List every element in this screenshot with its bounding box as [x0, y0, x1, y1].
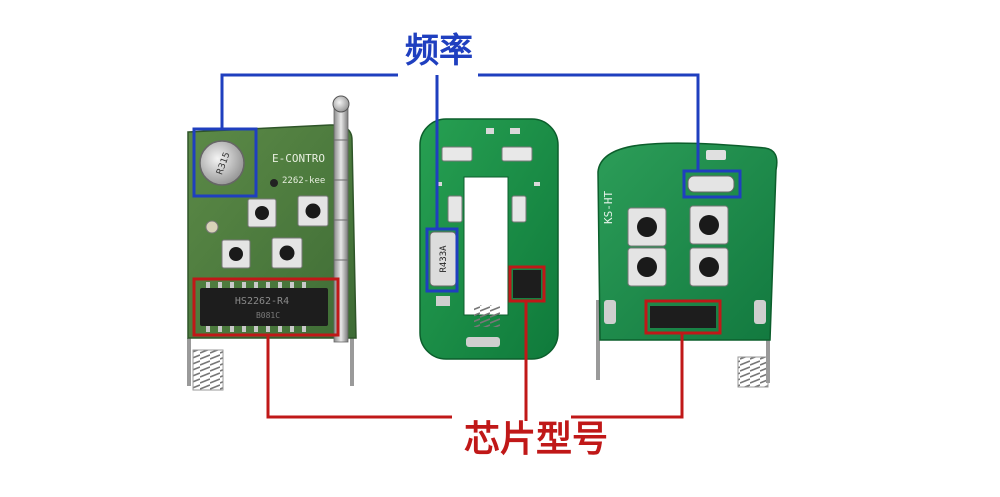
frequency-leader-right: [478, 73, 700, 171]
chip-model-label: 芯片型号: [458, 422, 615, 458]
chip-leader-right: [571, 333, 684, 419]
frequency-leader-left: [220, 73, 398, 129]
frequency-box-left: [192, 127, 258, 198]
frequency-annotation: [192, 73, 742, 293]
middle-battery-slot: [463, 176, 509, 316]
left-resonator-can: [199, 140, 245, 186]
right-pcb: [597, 142, 778, 341]
right-encoder-chip: [650, 306, 716, 328]
left-chip-marking: HS2262-R4: [235, 296, 289, 307]
frequency-box-right: [682, 169, 742, 199]
left-battery-spring: [192, 349, 224, 391]
frequency-box-middle: [425, 227, 459, 293]
middle-remote-board: R433A: [419, 118, 559, 360]
left-silkscreen-model: 2262-kee: [282, 176, 325, 186]
right-silkscreen-text: KS-HT: [602, 191, 615, 224]
middle-resonator-marking: R433A: [439, 245, 449, 273]
antenna-tip: [332, 95, 350, 113]
left-encoder-chip: HS2262-R4 B081C: [200, 282, 328, 332]
right-battery-spring: [737, 356, 769, 388]
chip-box-left: [192, 277, 340, 337]
middle-encoder-chip: [513, 270, 541, 298]
chip-annotation: [192, 265, 722, 421]
left-tact-buttons: [221, 195, 329, 269]
right-remote-board: KS-HT: [596, 142, 778, 388]
frequency-label: 频率: [399, 34, 479, 68]
left-silkscreen-brand: E-CONTRO: [272, 152, 325, 165]
antenna: [333, 105, 349, 343]
left-chip-code: B081C: [256, 311, 280, 320]
right-tact-buttons: [627, 205, 729, 287]
chip-leader-left: [266, 335, 452, 419]
left-remote-board: R315 E-CONTRO 2262-kee: [187, 95, 357, 391]
middle-battery-spring: [474, 305, 500, 327]
right-crystal: [687, 175, 735, 193]
